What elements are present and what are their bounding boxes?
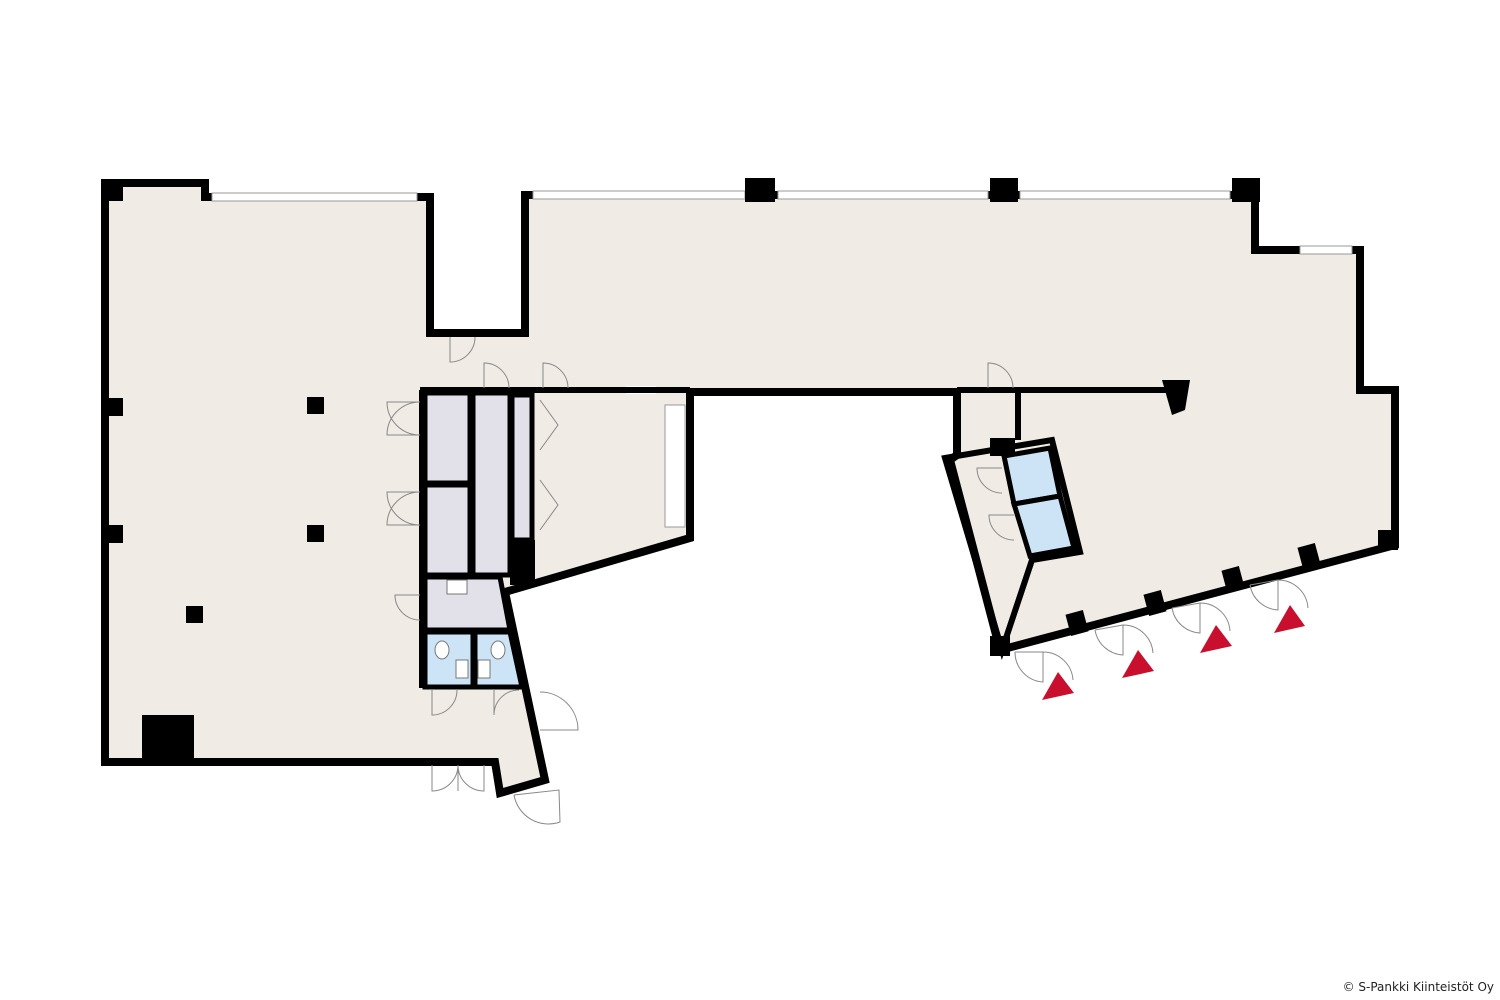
toilet-icon (434, 579, 506, 679)
entrance-arrow-icon (1042, 605, 1305, 700)
shelf (664, 404, 686, 528)
wc-right (1001, 445, 1078, 559)
interior-walls (419, 387, 1185, 688)
storage-rooms (422, 390, 535, 633)
door-icon (386, 336, 1309, 825)
floor-area (101, 179, 1399, 799)
pillar-icon (101, 178, 1398, 762)
sink-icon (446, 579, 468, 595)
shaft (510, 540, 535, 585)
copyright-text: © S-Pankki Kiinteistöt Oy (1342, 980, 1494, 994)
wc-left (422, 629, 526, 690)
shaft (990, 438, 1015, 456)
wc-wall (941, 436, 1084, 660)
